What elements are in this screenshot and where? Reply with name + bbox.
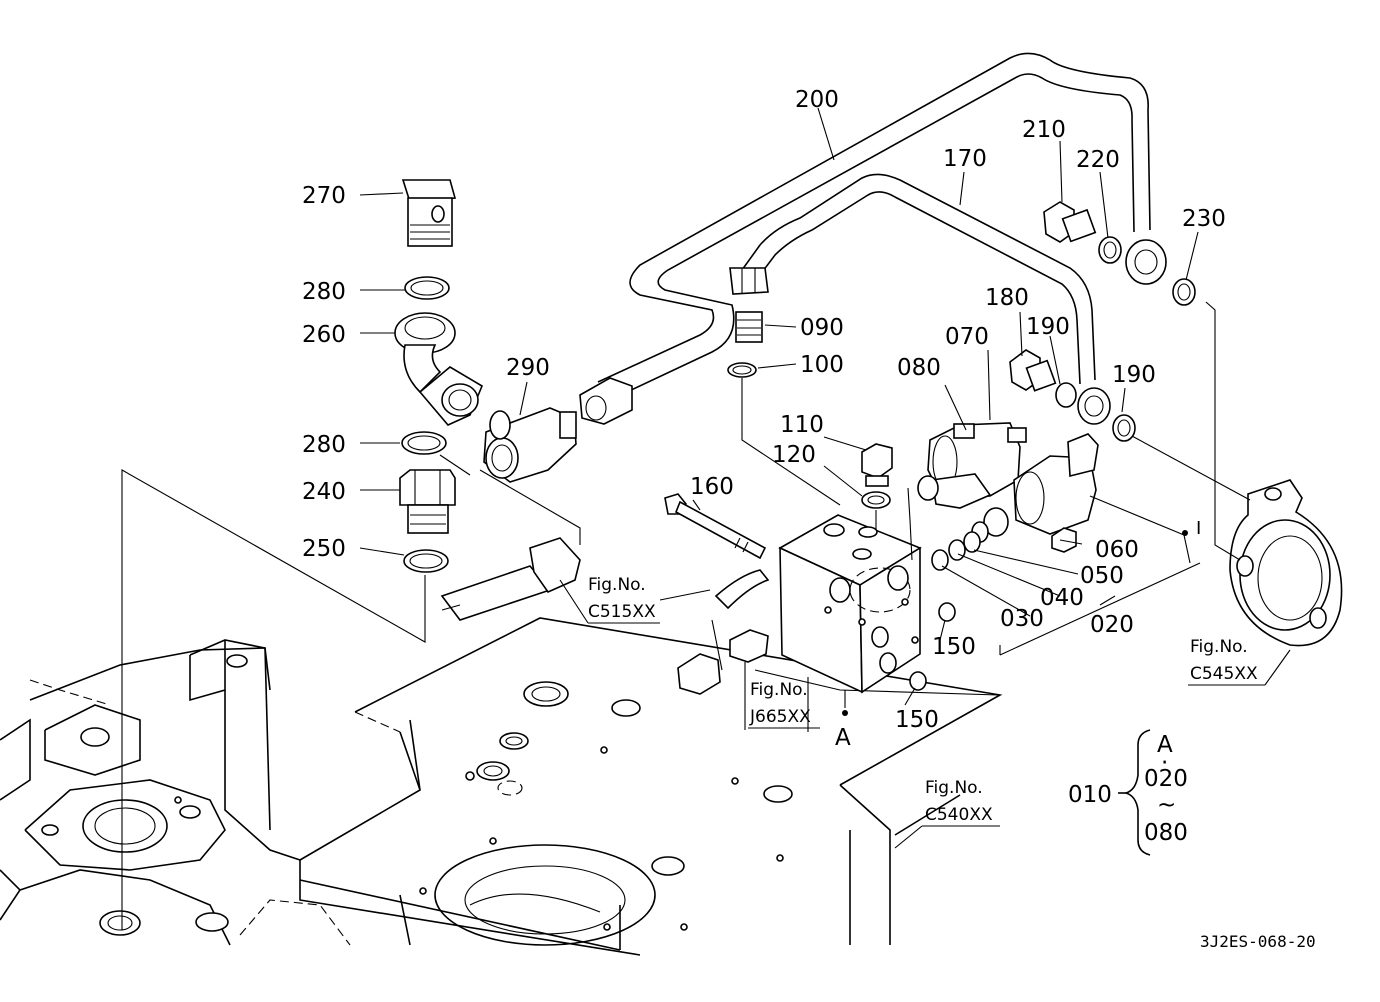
legend-item-010: 010 [1068,782,1112,808]
callout-090: 090 [800,315,844,341]
legend-range-end: 080 [1144,820,1188,846]
callout-a: A [835,725,851,751]
callout-050: 050 [1080,563,1124,589]
washer-220 [1098,236,1122,264]
fig-ref-c515-number: C515XX [588,602,656,622]
callout-020: 020 [1090,612,1134,638]
drawing-code: 3J2ES-068-20 [1200,932,1316,951]
legend-tilde: ~ [1157,792,1176,818]
fig-ref-c540-number: C540XX [925,805,993,825]
banjo-fitting-260 [394,312,484,426]
fig-ref-c540-prefix: Fig.No. [925,778,983,798]
banjo-bolt-210 [1043,201,1097,243]
o-ring-120 [861,491,891,509]
figure-refs: Fig.No. C515XX Fig.No. J665XX Fig.No. C5… [588,575,1258,825]
fig-ref-j665-prefix: Fig.No. [750,680,808,700]
seal-washer-250 [403,549,449,573]
leader-lines [121,107,1291,930]
assembly-bracket [1118,729,1151,856]
callout-210: 210 [1022,117,1066,143]
legend-dot: · [1161,750,1168,776]
callout-250: 250 [302,536,346,562]
callouts: 200 210 220 230 170 270 280 260 290 280 … [302,87,1226,751]
plug-110 [861,443,893,487]
pipe-200 [597,52,1151,401]
callout-170: 170 [943,146,987,172]
valve-seat-outline [754,669,999,696]
bolt-060 [1051,527,1077,553]
callout-240: 240 [302,479,346,505]
callout-290: 290 [506,355,550,381]
callout-150-lower: 150 [895,707,939,733]
washer-230 [1172,278,1196,306]
adapter-240 [399,469,456,534]
marker-dot-a [842,710,848,716]
o-rings-030-050 [931,531,981,571]
callout-160: 160 [690,474,734,500]
callout-180: 180 [985,285,1029,311]
fig-ref-c545-number: C545XX [1190,664,1258,684]
flange-c545 [1229,479,1343,647]
callout-060: 060 [1095,537,1139,563]
callout-070: 070 [945,324,989,350]
callout-120: 120 [772,442,816,468]
nut-200-end [729,267,769,295]
fig-ref-c545-prefix: Fig.No. [1190,637,1248,657]
fig-ref-c515-prefix: Fig.No. [588,575,646,595]
seal-washer-280-top [404,276,450,300]
callout-110: 110 [780,412,824,438]
legend-sub-a: A [1157,732,1173,758]
pipe-170 [741,173,1096,385]
adapter-090 [735,311,763,343]
solenoid-valve-second [971,433,1099,543]
tee-fitting-290 [483,377,633,483]
callout-280-bottom: 280 [302,432,346,458]
callout-040: 040 [1040,585,1084,611]
callout-030: 030 [1000,606,1044,632]
callout-230: 230 [1182,206,1226,232]
callout-220: 220 [1076,147,1120,173]
bolt-160 [664,493,767,560]
o-rings-150 [909,602,956,691]
callout-200: 200 [795,87,839,113]
o-ring-100 [727,362,757,378]
callout-080: 080 [897,355,941,381]
seal-washer-280-bottom [401,431,447,455]
banjo-bolt-180 [1009,349,1057,392]
solenoid-valve-070 [917,422,1027,509]
valve-block [778,514,922,694]
callout-280-top: 280 [302,279,346,305]
tube-c515 [440,537,581,621]
banjo-200-end [1125,239,1167,285]
callout-150-upper: 150 [932,634,976,660]
callout-270: 270 [302,183,346,209]
assembly-legend: 010 A · 020 ~ 080 [1068,732,1188,846]
banjo-170-end [1077,387,1111,425]
banjo-bolt-270 [401,179,457,247]
callout-190-left: 190 [1026,314,1070,340]
callout-100: 100 [800,352,844,378]
marker-dot-i [1182,530,1188,536]
transmission-case [0,617,1003,956]
marker-i: I [1196,518,1201,539]
callout-260: 260 [302,322,346,348]
callout-190-right: 190 [1112,362,1156,388]
fig-ref-j665-number: J665XX [749,707,811,727]
fittings-j665 [677,569,770,695]
legend-range-start: 020 [1144,766,1188,792]
washer-190 [1055,382,1136,442]
